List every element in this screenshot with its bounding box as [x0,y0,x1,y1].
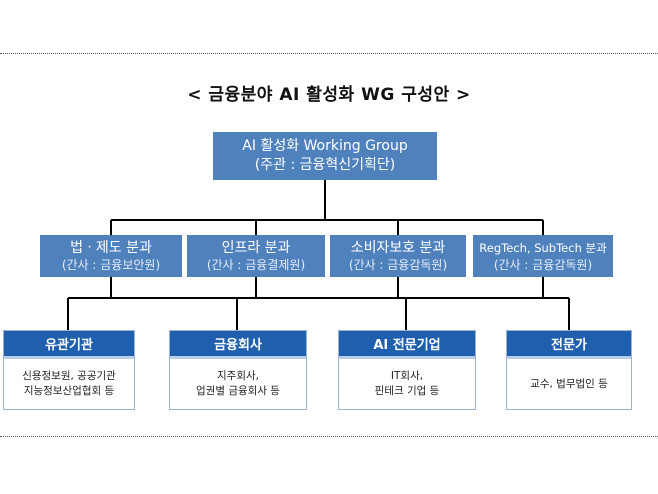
member-group-desc-line: IT회사, [390,370,424,382]
subcommittee-consumer: 소비자보호 분과 (간사 : 금융감독원) [330,235,466,277]
member-group-desc-line: 신용정보원, 공공기관 [22,370,116,382]
member-group-desc: 신용정보원, 공공기관 지능정보산업협회 등 [4,359,134,409]
member-group-desc: IT회사, 핀테크 기업 등 [339,359,475,409]
working-group-host: (주관 : 금융혁신기획단) [254,157,396,173]
member-group-title: 전문가 [507,331,631,359]
subcommittee-name: 법ㆍ제도 분과 [70,240,152,256]
top-divider [0,53,658,54]
member-group-desc-line: 핀테크 기업 등 [374,385,440,397]
subcommittee-secretary: (간사 : 금융감독원) [348,258,448,272]
subcommittee-secretary: (간사 : 금융결제원) [206,258,306,272]
member-group-related-agencies: 유관기관 신용정보원, 공공기관 지능정보산업협회 등 [3,330,135,410]
member-group-title: 유관기관 [4,331,134,359]
working-group-name: AI 활성화 Working Group [242,138,408,154]
member-group-experts: 전문가 교수, 법무법인 등 [506,330,632,410]
subcommittee-name: 소비자보호 분과 [350,240,446,256]
member-group-financial-companies: 금융회사 지주회사, 업권별 금융회사 등 [169,330,307,410]
subcommittee-secretary: (간사 : 금융감독원) [493,258,593,272]
member-group-desc: 지주회사, 업권별 금융회사 등 [170,359,306,409]
subcommittee-regtech: RegTech, SubTech 분과 (간사 : 금융감독원) [473,235,613,277]
working-group-box: AI 활성화 Working Group (주관 : 금융혁신기획단) [213,132,437,180]
member-group-ai-companies: AI 전문기업 IT회사, 핀테크 기업 등 [338,330,476,410]
member-group-desc-line: 교수, 법무법인 등 [530,377,608,390]
diagram-title: < 금융분야 AI 활성화 WG 구성안 > [187,85,471,105]
subcommittee-secretary: (간사 : 금융보안원) [61,258,161,272]
subcommittee-name: 인프라 분과 [221,240,291,256]
member-group-desc: 교수, 법무법인 등 [507,359,631,409]
member-group-desc-line: 지능정보산업협회 등 [23,385,115,397]
member-group-desc-line: 업권별 금융회사 등 [196,385,280,397]
member-group-title: AI 전문기업 [339,331,475,359]
bottom-divider [0,436,658,437]
subcommittee-infra: 인프라 분과 (간사 : 금융결제원) [187,235,325,277]
subcommittee-name: RegTech, SubTech 분과 [479,241,607,255]
member-group-desc-line: 지주회사, [217,370,259,382]
member-group-title: 금융회사 [170,331,306,359]
subcommittee-legal: 법ㆍ제도 분과 (간사 : 금융보안원) [40,235,182,277]
